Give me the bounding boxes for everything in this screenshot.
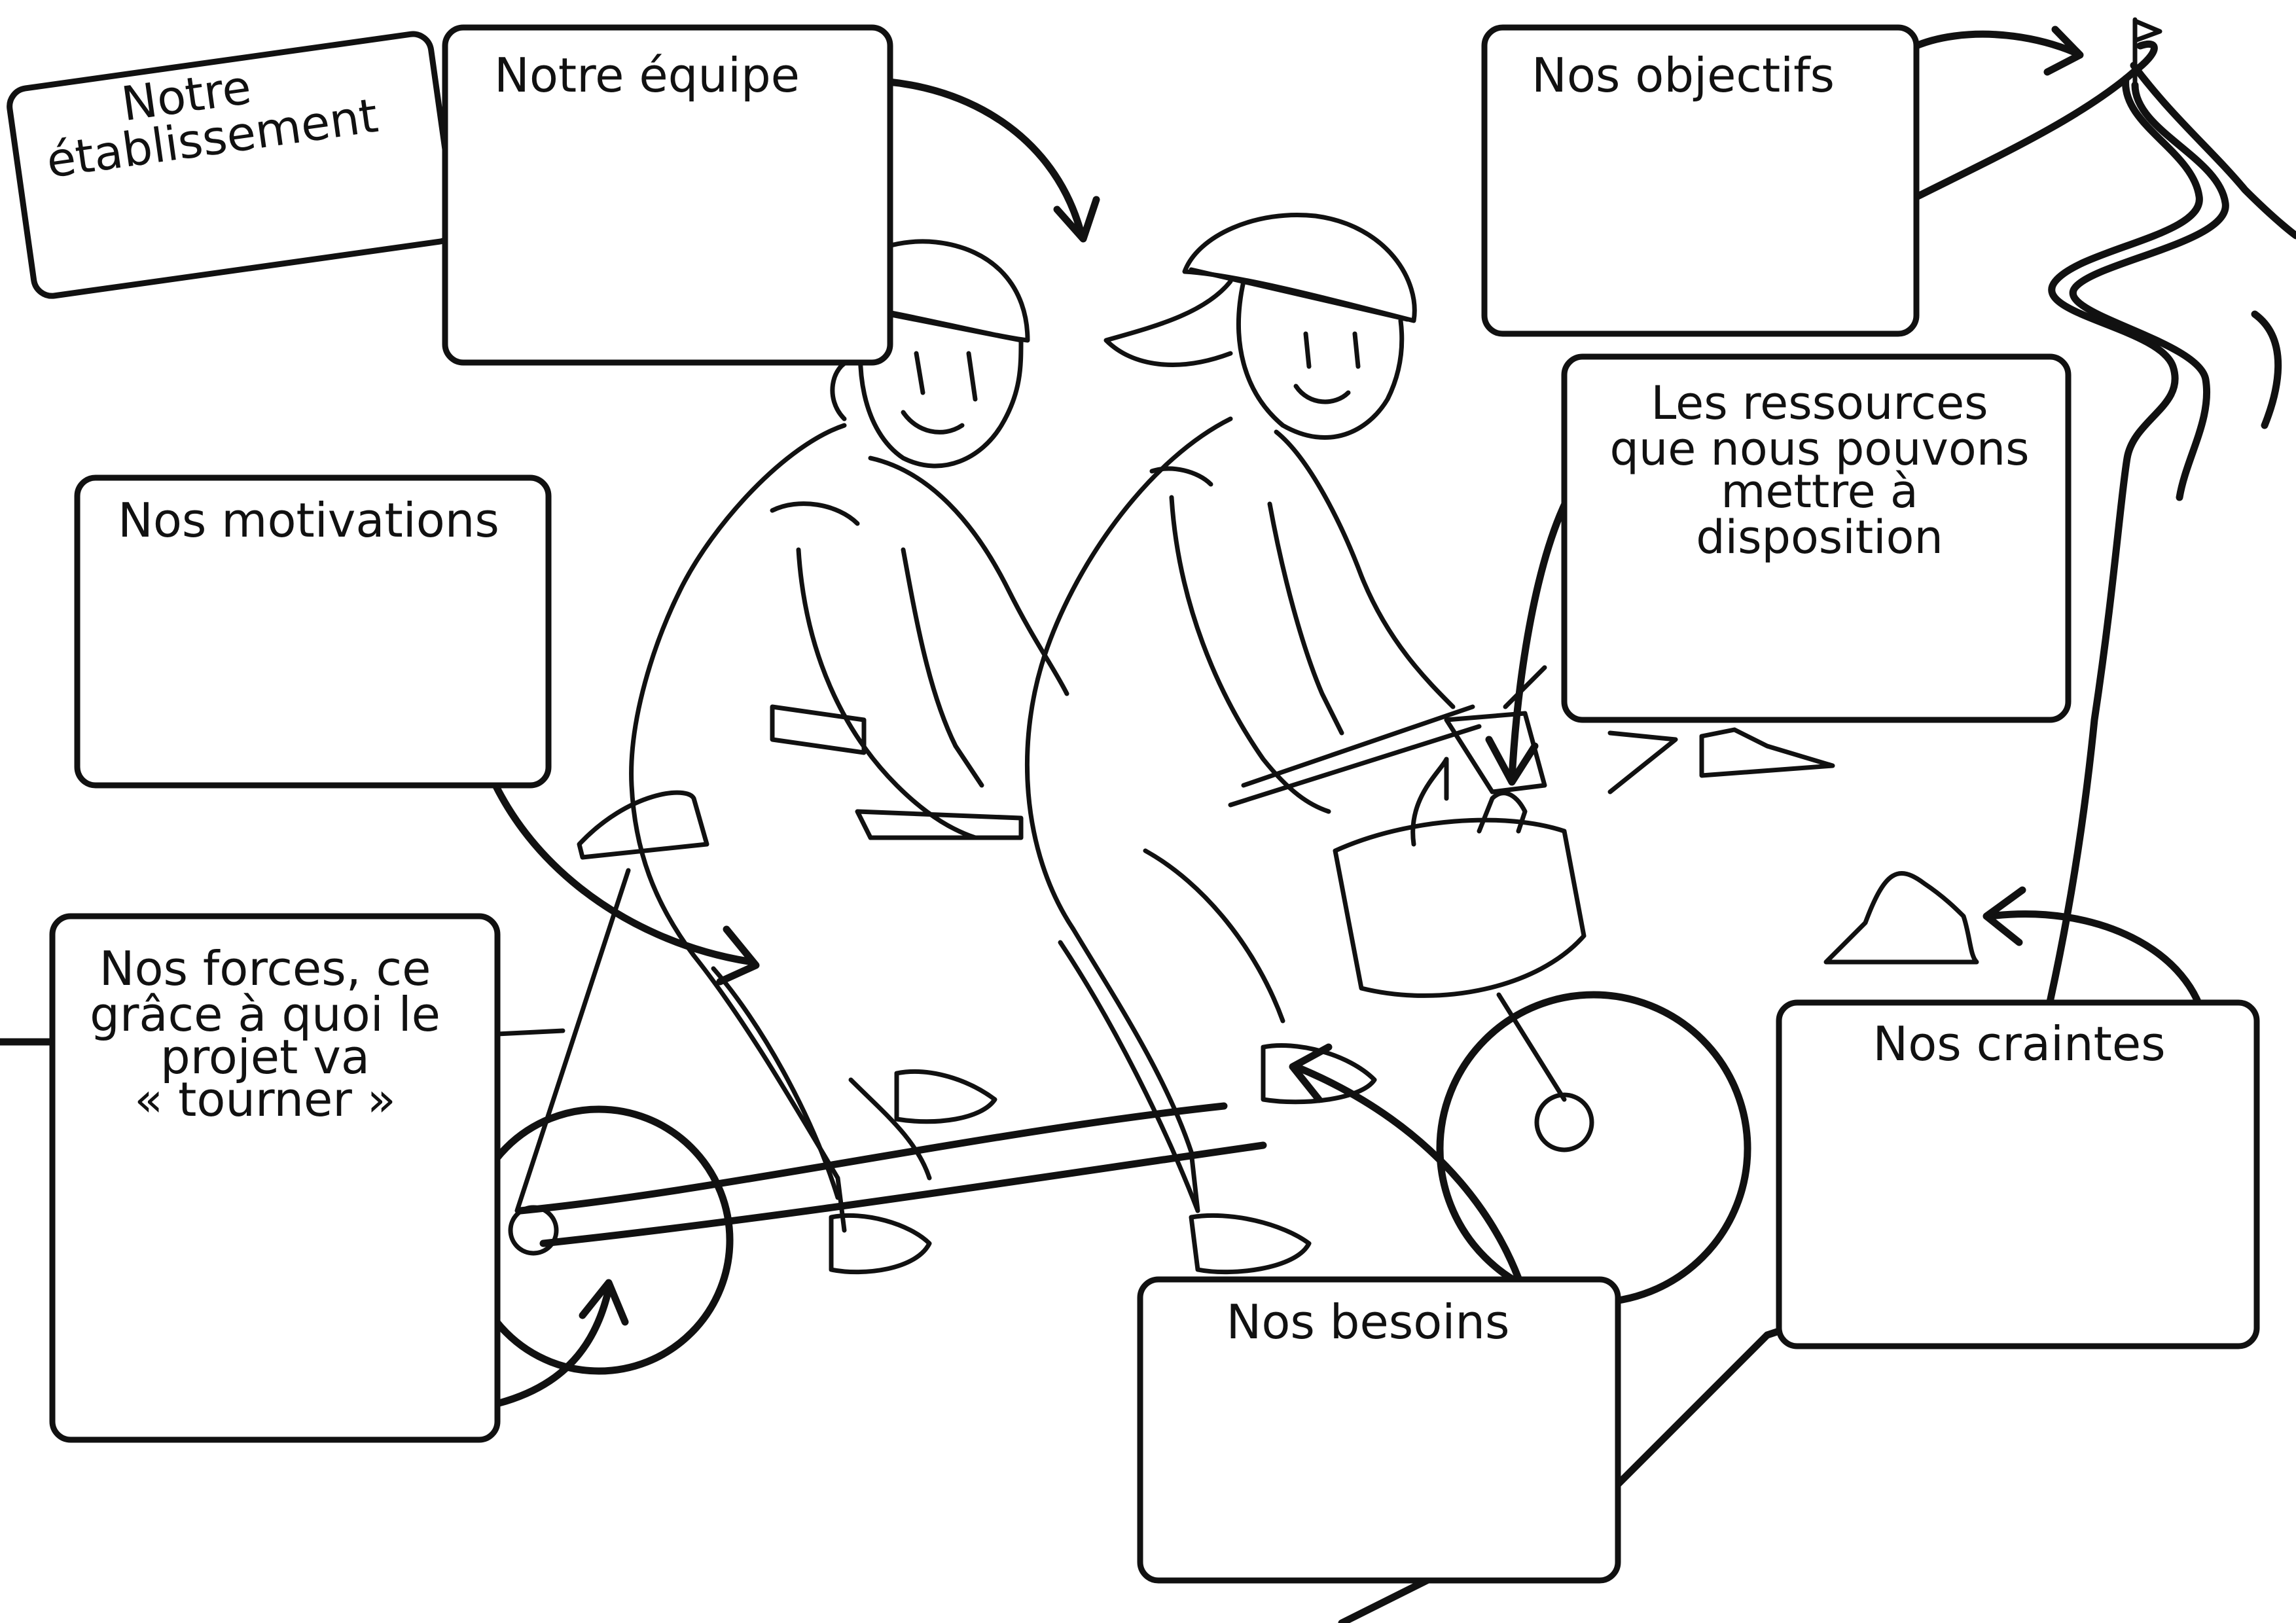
box-nos-forces-label-1: Nos forces, ce (99, 941, 431, 996)
box-ressources-label-4: disposition (1696, 510, 1943, 564)
flag-icon (2132, 17, 2162, 88)
rock-obstacle-icon (1823, 871, 1979, 965)
box-nos-forces-label-3: projet va (160, 1029, 370, 1084)
box-nos-motivations-label: Nos motivations (118, 493, 499, 548)
box-notre-etablissement[interactable]: Notre établissement (7, 31, 459, 299)
mountain-road-icon (1914, 40, 2296, 1012)
box-nos-besoins[interactable]: Nos besoins (1137, 1276, 1621, 1584)
box-notre-equipe-label: Notre équipe (494, 48, 800, 103)
box-nos-forces-label-4: « tourner » (134, 1072, 396, 1127)
box-nos-craintes-label: Nos craintes (1873, 1016, 2165, 1071)
box-ressources-label-3: mettre à (1721, 465, 1918, 518)
basket-icon (1333, 711, 1587, 998)
box-ressources-label-2: que nous pouvons (1609, 422, 2029, 476)
box-nos-objectifs[interactable]: Nos objectifs (1481, 24, 1920, 337)
box-nos-forces-label-2: grâce à quoi le (90, 987, 440, 1042)
box-nos-besoins-label: Nos besoins (1226, 1294, 1509, 1349)
box-nos-forces[interactable]: Nos forces, ce grâce à quoi le projet va… (49, 913, 501, 1443)
box-ressources-label-1: Les ressources (1651, 376, 1988, 430)
box-ressources[interactable]: Les ressources que nous pouvons mettre à… (1561, 353, 2072, 723)
box-nos-craintes[interactable]: Nos craintes (1776, 999, 2260, 1349)
box-nos-motivations[interactable]: Nos motivations (74, 474, 552, 789)
box-nos-objectifs-label: Nos objectifs (1532, 48, 1835, 103)
box-notre-equipe[interactable]: Notre équipe (442, 24, 893, 366)
